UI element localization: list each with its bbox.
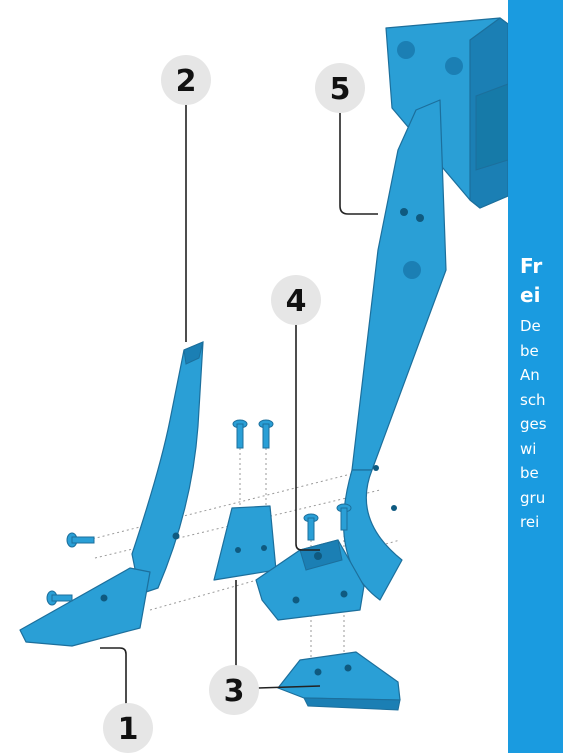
bolt-shank-2: [259, 420, 273, 448]
shank: [132, 342, 203, 594]
callout-2: 2: [161, 55, 211, 105]
callout-4-label: 4: [286, 284, 307, 319]
bolt-wing-1: [304, 514, 318, 540]
wing-share: [278, 652, 400, 710]
callout-2-label: 2: [176, 64, 197, 99]
bolt-point-1: [67, 533, 94, 547]
info-panel: Fr ei De be An sch ges wi be gru rei: [508, 0, 563, 753]
callout-5-label: 5: [330, 72, 351, 107]
callout-1-label: 1: [118, 712, 139, 747]
info-panel-content: Fr ei De be An sch ges wi be gru rei: [520, 252, 563, 535]
tine-holder-with-clamp: [344, 18, 508, 600]
callout-4: 4: [271, 275, 321, 325]
callout-1: 1: [103, 703, 153, 753]
bolt-shank-1: [233, 420, 247, 448]
callout-3: 3: [209, 665, 259, 715]
shank-extension: [214, 506, 276, 580]
callout-3-label: 3: [224, 674, 245, 709]
info-panel-heading: Fr ei: [520, 252, 563, 310]
point-share: [20, 568, 150, 646]
callout-5: 5: [315, 63, 365, 113]
info-panel-body: De be An sch ges wi be gru rei: [520, 314, 563, 535]
